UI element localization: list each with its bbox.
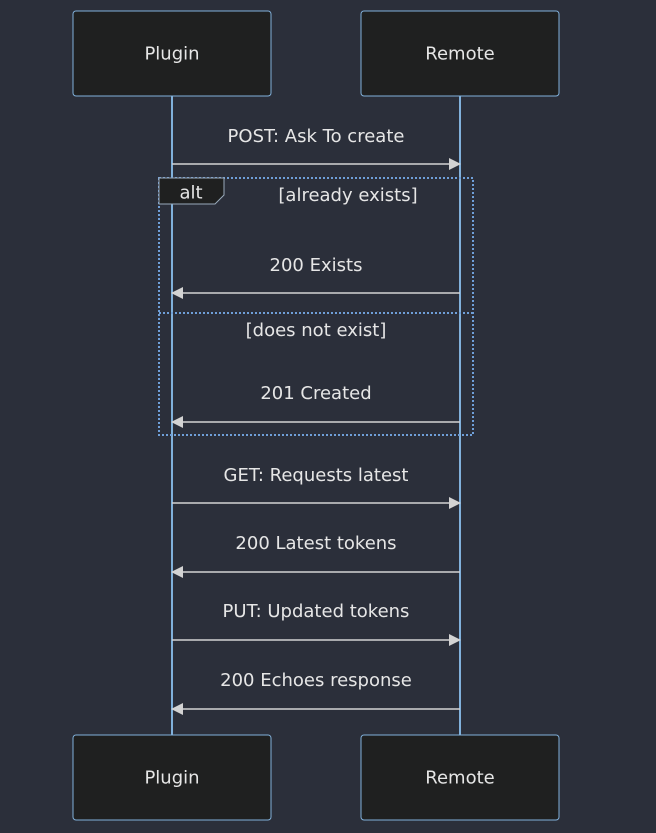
message-label: 200 Exists [270, 255, 363, 276]
actor-plugin-top: Plugin [72, 10, 272, 97]
message-1: POST: Ask To create [172, 126, 461, 170]
alt-condition-1: [already exists] [278, 185, 417, 206]
message-label: 201 Created [260, 383, 371, 404]
message-label: POST: Ask To create [228, 126, 405, 147]
alt-block: alt [already exists] [does not exist] [158, 177, 474, 436]
actor-label-plugin-top: Plugin [144, 44, 199, 65]
actor-label-plugin-bottom: Plugin [144, 768, 199, 789]
message-label: GET: Requests latest [224, 465, 409, 486]
message-label: 200 Latest tokens [235, 533, 396, 554]
alt-tab [158, 177, 225, 205]
message-3: 201 Created [171, 383, 460, 428]
actor-remote-bottom: Remote [360, 734, 560, 821]
alt-label: alt [179, 183, 202, 204]
alt-condition-2: [does not exist] [246, 320, 387, 341]
message-label: PUT: Updated tokens [223, 601, 410, 622]
actor-plugin-bottom: Plugin [72, 734, 272, 821]
actor-label-remote-bottom: Remote [425, 768, 494, 789]
actor-remote-top: Remote [360, 10, 560, 97]
message-2: 200 Exists [171, 255, 460, 299]
actor-label-remote-top: Remote [425, 44, 494, 65]
message-5: 200 Latest tokens [171, 533, 460, 578]
message-6: PUT: Updated tokens [172, 601, 461, 646]
alt-frame [158, 177, 474, 436]
message-4: GET: Requests latest [172, 465, 461, 509]
message-7: 200 Echoes response [171, 670, 460, 715]
message-label: 200 Echoes response [220, 670, 412, 691]
